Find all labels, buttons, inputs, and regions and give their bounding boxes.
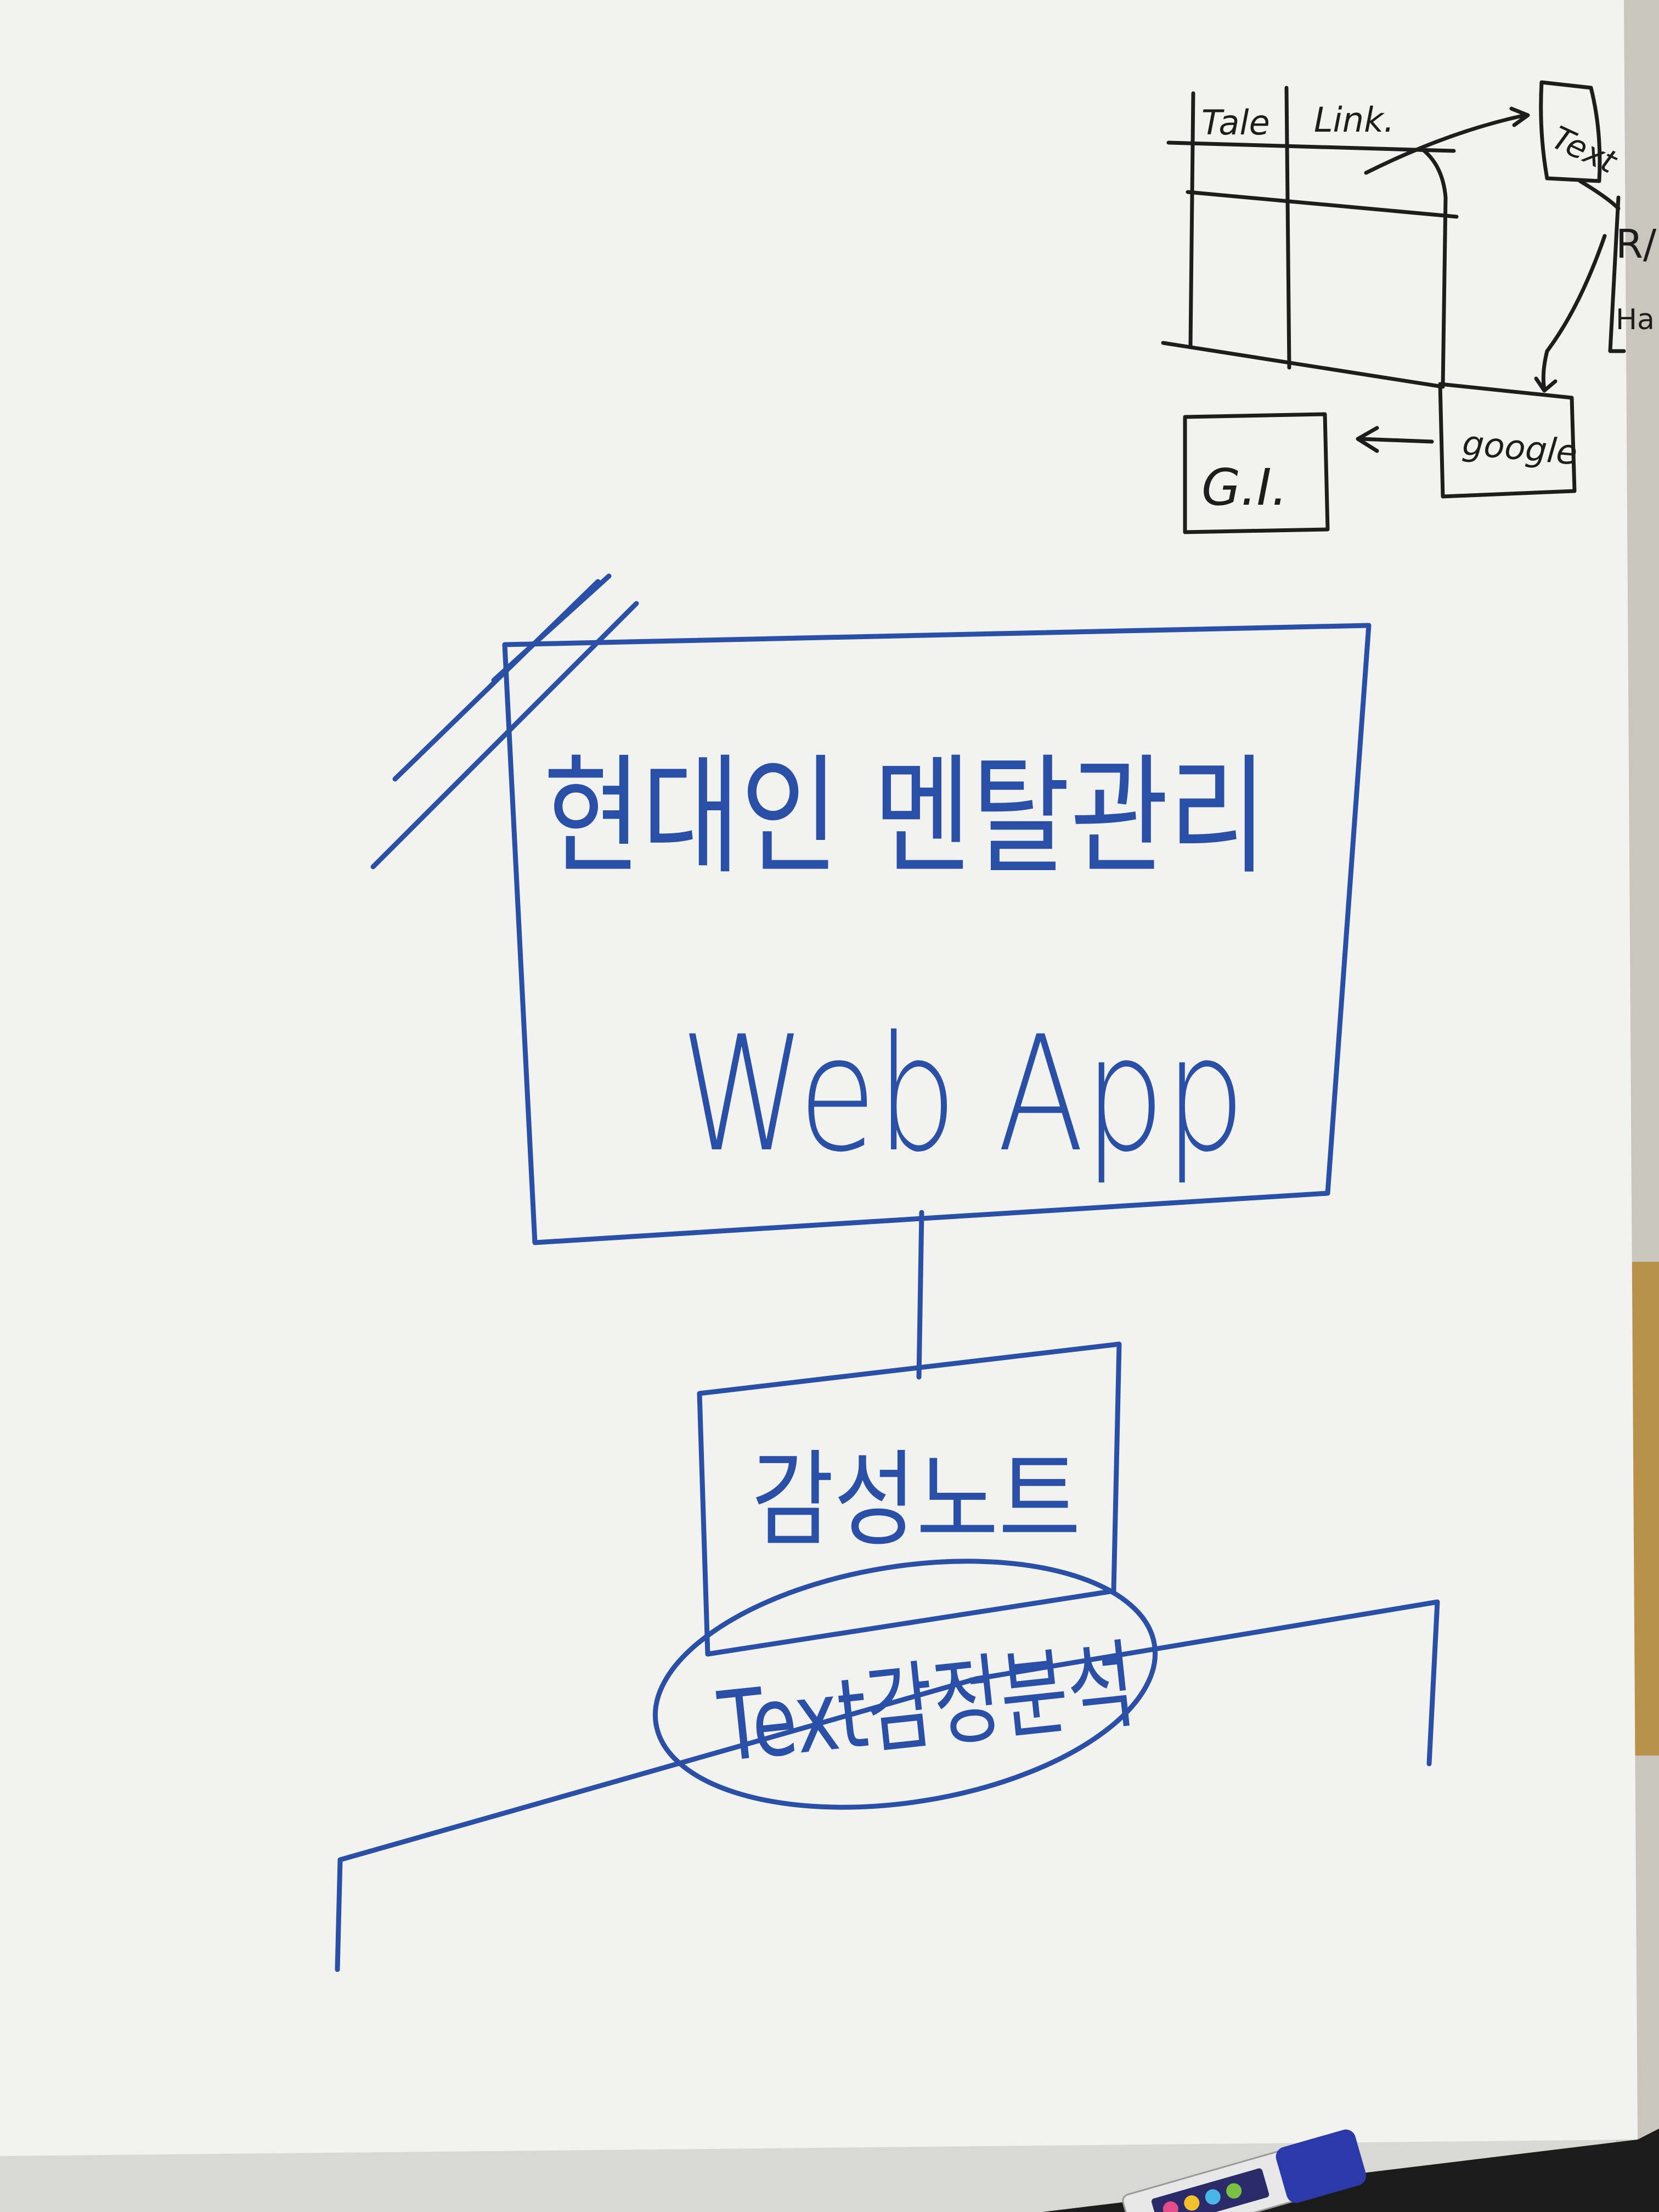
sketch-table-header-2: Link.: [1314, 100, 1395, 140]
sketch-r-box: [1608, 195, 1626, 353]
main-connector: [916, 1210, 924, 1380]
sketch-arrow-head-r: [1534, 376, 1558, 393]
pen-dot-4: [1226, 2183, 1242, 2199]
sketch-table-mid-line: [1284, 86, 1291, 370]
sketch-gi-label: G.I.: [1201, 458, 1288, 517]
analysis-ellipse: [652, 1559, 1158, 1810]
main-diagram: [335, 573, 1440, 1972]
main-box: [502, 623, 1372, 1245]
sketch-google-box: [1438, 382, 1577, 499]
sketch-table-border: [1161, 146, 1448, 389]
sketch-arrow-head-gi: [1356, 426, 1379, 453]
pen-cap: [1276, 2129, 1367, 2203]
pen-icon: [1122, 2129, 1367, 2212]
pen-dot-1: [1163, 2201, 1178, 2212]
pen-dot-3: [1205, 2189, 1221, 2205]
sketch-arrow-text-r: [1578, 179, 1621, 211]
sketch-arrow-google-gi: [1358, 437, 1434, 444]
main-subtitle: Web App: [680, 1002, 1245, 1187]
sketch-arrow-to-text: [1364, 113, 1527, 175]
pen-dot-2: [1184, 2195, 1200, 2211]
easel-bar: [1042, 2129, 1659, 2212]
sketch-table-left-line: [1188, 91, 1195, 348]
branch-line: [335, 1599, 1440, 1972]
sketch-labels: Tale Link. Text R/ Ha google G.I.: [1201, 100, 1657, 517]
sketch-google-label: google: [1461, 423, 1579, 473]
sketch-text-box: [1539, 80, 1602, 183]
sketch-r-box-label-bottom: Ha: [1616, 303, 1655, 336]
sketch-group: [1161, 80, 1626, 534]
paper-sheet: [0, 0, 1638, 2156]
sketch-arrow-r-google: [1541, 234, 1607, 392]
sketch-r-box-label-top: R/: [1616, 221, 1657, 267]
sketch-table-header-line: [1166, 140, 1456, 153]
main-title: 현대인 멘탈관리: [543, 742, 1267, 892]
sketch-table-row-line: [1186, 190, 1459, 219]
sketch-arrow-head-text: [1509, 106, 1530, 127]
hatch-stroke-2: [370, 601, 639, 870]
hatch-stroke-3: [491, 573, 612, 683]
sketch-gi-box: [1183, 412, 1330, 534]
sketch-table-header-1: Tale: [1201, 103, 1270, 143]
note-box-label: 감성노트: [752, 1440, 1081, 1561]
